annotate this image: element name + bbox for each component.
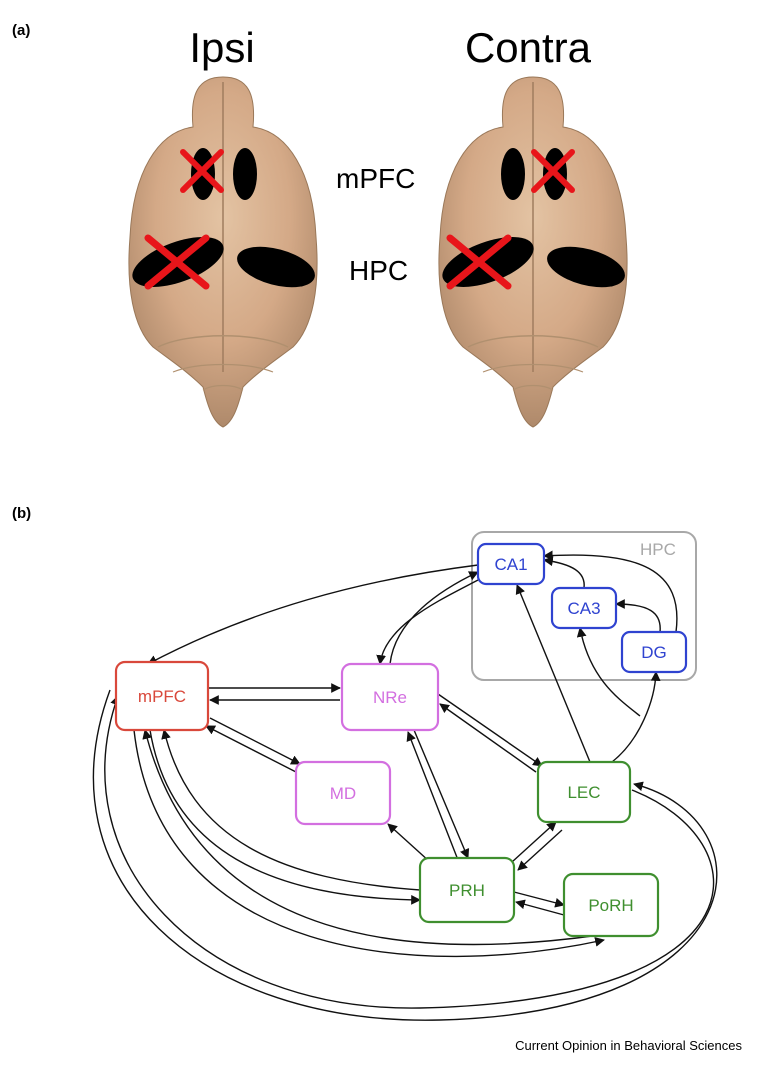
node-ca1: CA1 bbox=[476, 542, 546, 586]
node-prh-label: PRH bbox=[449, 881, 485, 900]
arrow-ca1-to-mpfc bbox=[147, 564, 479, 665]
mpfc-cross-mark bbox=[180, 149, 224, 193]
node-nre-label: NRe bbox=[373, 688, 407, 707]
arrow-md-to-mpfc bbox=[205, 725, 297, 773]
arrow-dg-to-ca3 bbox=[615, 599, 661, 633]
right-hpc-lesion bbox=[547, 246, 625, 288]
node-mpfc-label: mPFC bbox=[138, 687, 186, 706]
arrow-lec-to-ca3 bbox=[576, 627, 641, 717]
arrow-mpfc-to-lec bbox=[92, 689, 718, 1021]
arrow-prh-to-mpfc bbox=[161, 729, 421, 891]
arrow-nre-to-prh bbox=[413, 729, 470, 859]
hpc-group-label: HPC bbox=[640, 540, 676, 559]
node-porh: PoRH bbox=[562, 872, 660, 938]
arrow-lec-to-mpfc bbox=[104, 695, 715, 1009]
journal-footer: Current Opinion in Behavioral Sciences bbox=[515, 1038, 742, 1053]
panel-b-label: (b) bbox=[12, 505, 32, 522]
arrow-dg-to-ca1 bbox=[543, 550, 678, 633]
node-mpfc: mPFC bbox=[114, 660, 210, 732]
arrow-ca1-to-nre bbox=[376, 579, 479, 665]
node-dg-label: DG bbox=[641, 643, 667, 662]
node-md-label: MD bbox=[330, 784, 356, 803]
mpfc-region-label: mPFC bbox=[336, 163, 416, 194]
right-hpc-lesion bbox=[237, 246, 315, 288]
arrow-lec-to-prh bbox=[517, 829, 563, 871]
panel-a-label: (a) bbox=[12, 22, 31, 39]
arrow-prh-to-lec bbox=[511, 821, 557, 863]
hpc-cross-mark bbox=[446, 234, 512, 290]
node-ca3-label: CA3 bbox=[567, 599, 600, 618]
arrow-porh-to-mpfc bbox=[142, 729, 601, 946]
hpc-cross-mark bbox=[144, 234, 210, 290]
arrow-lec-to-nre bbox=[439, 703, 537, 773]
node-dg: DG bbox=[620, 630, 688, 674]
arrow-prh-to-md bbox=[387, 823, 431, 863]
node-lec-label: LEC bbox=[567, 783, 600, 802]
connectivity-diagram: HPC bbox=[92, 531, 718, 1021]
node-nre: NRe bbox=[340, 662, 440, 732]
left-mpfc-lesion bbox=[501, 148, 525, 200]
node-md: MD bbox=[294, 760, 392, 826]
mpfc-cross-mark bbox=[531, 149, 575, 193]
arrow-lec-to-ca1 bbox=[515, 584, 591, 763]
arrow-mpfc-to-md bbox=[209, 717, 301, 765]
hpc-region-label: HPC bbox=[349, 255, 409, 286]
brain-ipsi-illustration bbox=[128, 76, 318, 428]
arrow-lec-to-dg bbox=[611, 671, 661, 763]
node-ca3: CA3 bbox=[550, 586, 618, 630]
right-mpfc-lesion bbox=[233, 148, 257, 200]
arrow-nre-to-lec bbox=[437, 693, 543, 767]
node-prh: PRH bbox=[418, 856, 516, 924]
arrow-prh-to-porh bbox=[513, 891, 565, 908]
arrow-nre-to-ca1 bbox=[389, 571, 479, 665]
ipsi-column-title: Ipsi bbox=[189, 24, 255, 71]
arrow-ca3-to-ca1 bbox=[543, 556, 585, 589]
arrow-porh-to-prh bbox=[515, 899, 565, 916]
contra-column-title: Contra bbox=[464, 24, 592, 71]
node-lec: LEC bbox=[536, 760, 632, 824]
node-ca1-label: CA1 bbox=[494, 555, 527, 574]
node-porh-label: PoRH bbox=[588, 896, 633, 915]
arrow-prh-to-nre bbox=[406, 731, 459, 861]
hpc-group-box bbox=[471, 531, 697, 681]
connection-arrows bbox=[92, 550, 718, 1021]
brain-contra-illustration bbox=[438, 76, 628, 428]
arrow-mpfc-to-prh bbox=[149, 729, 421, 905]
arrow-mpfc-to-porh bbox=[133, 729, 605, 958]
